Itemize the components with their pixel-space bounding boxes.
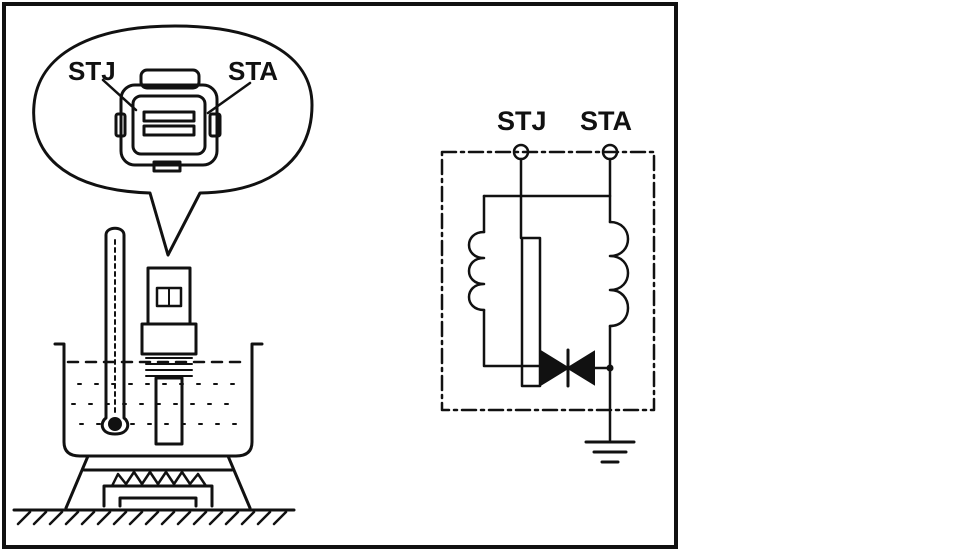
connector-callout: STJ STA (32, 24, 314, 257)
thermistor-element (520, 236, 542, 388)
stj-leader-line (101, 78, 138, 112)
schematic-label-sta: STA (580, 106, 632, 136)
connector-label-stj: STJ (68, 56, 116, 86)
stand (64, 454, 252, 510)
sta-leader-line (206, 81, 252, 115)
schematic: STJ STA (440, 106, 656, 464)
water-container (53, 342, 264, 458)
burner-icon (102, 470, 214, 508)
temperature-sensor-icon (140, 266, 198, 446)
schematic-label-stj: STJ (497, 106, 547, 136)
callout-bubble (32, 24, 314, 257)
connector-label-sta: STA (228, 56, 278, 86)
ground-surface (12, 508, 296, 526)
test-setup (12, 226, 296, 526)
diode-pair-icon (541, 348, 614, 388)
right-coil (608, 194, 630, 370)
connector-plug-icon (114, 68, 222, 173)
ground-icon (584, 366, 636, 464)
thermometer-icon (100, 226, 130, 436)
sensor-housing-outline (440, 150, 656, 412)
